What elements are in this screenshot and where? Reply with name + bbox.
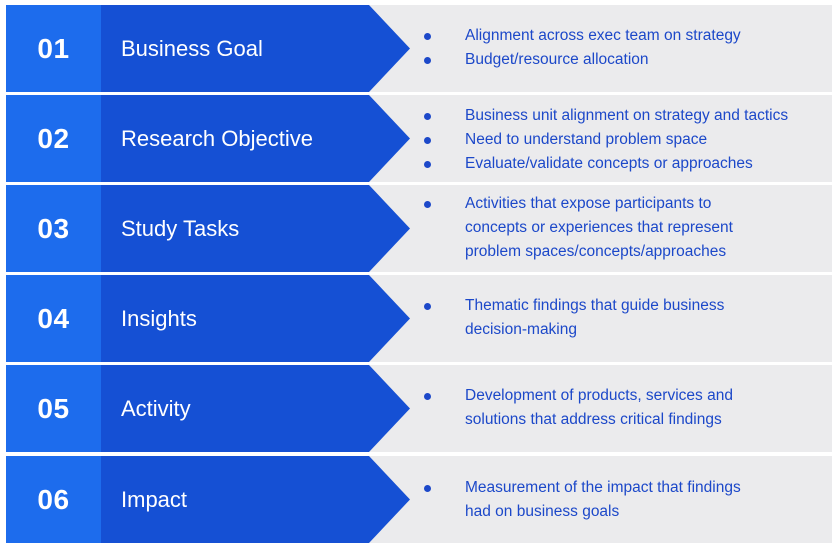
- arrow-body: [101, 95, 410, 182]
- bullet-text: Thematic findings that guide business de…: [465, 297, 725, 338]
- process-row: 01 Business Goal Alignment across exec t…: [6, 5, 832, 92]
- bullet-text: Need to understand problem space: [465, 131, 708, 148]
- process-row: 03 Study Tasks Activities that expose pa…: [6, 185, 832, 272]
- process-row: 06 Impact Measurement of the impact that…: [6, 456, 832, 543]
- arrow-shape: [6, 5, 410, 92]
- step-number: 03: [37, 213, 70, 244]
- bullet-list: Measurement of the impact that findings …: [422, 476, 832, 524]
- arrow-shape: [6, 456, 410, 543]
- step-number: 06: [37, 484, 70, 515]
- bullet-item: Business unit alignment on strategy and …: [422, 104, 832, 128]
- bullet-dot: [424, 485, 431, 492]
- bullet-text: Business unit alignment on strategy and …: [465, 107, 789, 124]
- number-block: [6, 456, 101, 543]
- arrow-shape: [6, 365, 410, 452]
- process-row: 05 Activity Development of products, ser…: [6, 365, 832, 452]
- bullet-text: Activities that expose participants to c…: [465, 195, 733, 260]
- bullet-list: Thematic findings that guide business de…: [422, 294, 832, 342]
- arrow-body: [101, 185, 410, 272]
- step-number: 02: [37, 123, 70, 154]
- stage-title: Business Goal: [121, 36, 263, 61]
- number-block: [6, 185, 101, 272]
- process-row: 04 Insights Thematic findings that guide…: [6, 275, 832, 362]
- bullet-item: Thematic findings that guide business de…: [422, 294, 832, 342]
- bullet-item: Activities that expose participants to c…: [422, 192, 832, 264]
- bullet-text: Evaluate/validate concepts or approaches: [465, 155, 753, 172]
- step-number: 01: [37, 33, 70, 64]
- number-block: [6, 95, 101, 182]
- stage-title: Activity: [121, 396, 191, 421]
- bullet-dot: [424, 137, 431, 144]
- number-block: [6, 5, 101, 92]
- bullet-dot: [424, 303, 431, 310]
- bullet-item: Budget/resource allocation: [422, 48, 832, 72]
- bullet-list: Development of products, services and so…: [422, 384, 832, 432]
- bullet-item: Need to understand problem space: [422, 128, 832, 152]
- arrow-body: [101, 456, 410, 543]
- stage-title: Research Objective: [121, 126, 313, 151]
- arrow-shape: [6, 275, 410, 362]
- arrow-body: [101, 5, 410, 92]
- arrow-body: [101, 275, 410, 362]
- stage-title: Insights: [121, 306, 197, 331]
- bullet-text: Measurement of the impact that findings …: [465, 479, 741, 520]
- bullet-text: Alignment across exec team on strategy: [465, 27, 741, 44]
- bullet-dot: [424, 393, 431, 400]
- step-number: 05: [37, 393, 70, 424]
- number-block: [6, 365, 101, 452]
- bullet-item: Development of products, services and so…: [422, 384, 832, 432]
- bullet-text: Development of products, services and so…: [465, 387, 733, 428]
- arrow-body: [101, 365, 410, 452]
- bullet-dot: [424, 201, 431, 208]
- step-number: 04: [37, 303, 70, 334]
- bullet-item: Evaluate/validate concepts or approaches: [422, 152, 832, 176]
- bullet-dot: [424, 113, 431, 120]
- arrow-shape: [6, 95, 410, 182]
- bullet-list: Business unit alignment on strategy and …: [422, 104, 832, 176]
- bullet-item: Measurement of the impact that findings …: [422, 476, 832, 524]
- bullet-list: Alignment across exec team on strategy B…: [422, 24, 832, 72]
- bullet-dot: [424, 57, 431, 64]
- stage-title: Impact: [121, 487, 188, 512]
- bullet-text: Budget/resource allocation: [465, 51, 649, 68]
- bullet-dot: [424, 161, 431, 168]
- number-block: [6, 275, 101, 362]
- bullet-list: Activities that expose participants to c…: [422, 192, 832, 264]
- bullet-dot: [424, 33, 431, 40]
- stage-title: Study Tasks: [121, 216, 240, 241]
- arrow-shape: [6, 185, 410, 272]
- bullet-item: Alignment across exec team on strategy: [422, 24, 832, 48]
- process-row: 02 Research Objective Business unit alig…: [6, 95, 832, 182]
